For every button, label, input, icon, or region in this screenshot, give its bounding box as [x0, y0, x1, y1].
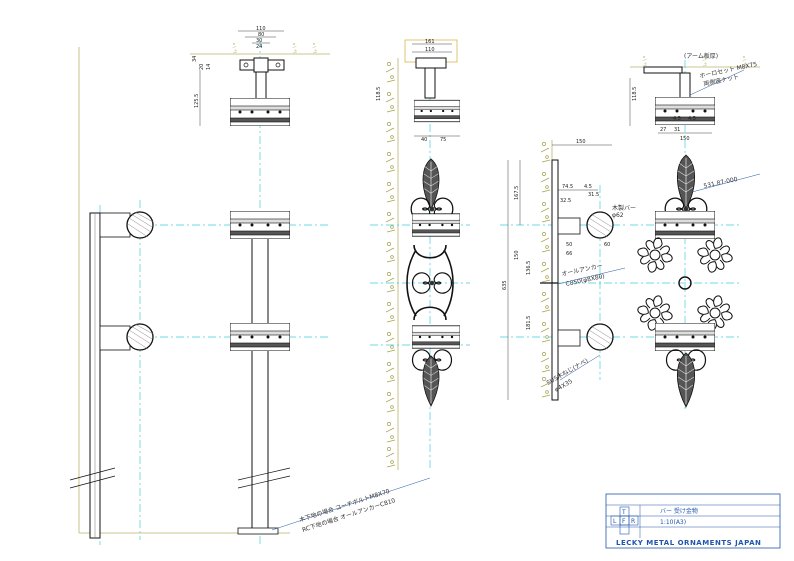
- left-top-view: 110 80 30 24 34 20 14 125.5: [192, 26, 290, 126]
- dim-r-1365: 136.5: [526, 261, 532, 275]
- view-l-label: L: [613, 518, 617, 525]
- dim-r-31: 31.5: [588, 192, 599, 198]
- dim-mid-161: 161: [425, 39, 435, 45]
- left-side-view: [69, 211, 154, 539]
- drawing-scale: 1:10(A3): [660, 519, 686, 526]
- dim-top-24: 24: [256, 44, 262, 50]
- dim-r-167: 167.5: [514, 186, 520, 200]
- dim-side-125: 125.5: [194, 94, 200, 108]
- dim-side-20: 20: [199, 64, 205, 70]
- dim-side-34: 34: [192, 56, 198, 62]
- right-ornament-view: 118.5 4.5 4.5 27 31 150: [629, 66, 733, 408]
- dim-r-325: 32.5: [560, 198, 571, 204]
- view-symbol: T L F R: [610, 506, 639, 535]
- view-t-label: T: [621, 509, 626, 516]
- title-block: T L F R バー 受け金物 1:10(A3) LECKY METAL ORN…: [605, 493, 781, 549]
- dim-fr-45a: 4.5: [673, 116, 681, 122]
- view-r-label: R: [631, 518, 635, 525]
- dim-top-110: 110: [256, 26, 266, 32]
- dim-fr-150: 150: [680, 136, 690, 142]
- dim-fr-118: 118.5: [632, 87, 638, 101]
- dim-fr-31: 31: [674, 127, 680, 133]
- drawing-name: バー 受け金物: [660, 507, 698, 515]
- dim-top-80: 80: [258, 32, 264, 38]
- wood-bar-section-lower: [126, 323, 154, 351]
- dim-fr-27: 27: [660, 127, 666, 133]
- dim-r-45: 4.5: [584, 184, 592, 190]
- company-name: LECKY METAL ORNAMENTS JAPAN: [616, 539, 761, 547]
- dim-mid-118: 118.5: [376, 87, 382, 101]
- note-wood-bar: 木製バー: [612, 204, 636, 212]
- dim-mid-75: 75: [440, 137, 446, 143]
- wood-bar-section-upper: [126, 211, 154, 239]
- dim-top-30: 30: [256, 38, 262, 44]
- dim-mid-110: 110: [425, 47, 435, 53]
- wood-bar-section-right-upper: [586, 211, 614, 239]
- right-side-view: 150 635 167.5 150 136.5 181.5 74.5 4.5 3…: [502, 139, 614, 401]
- dim-r-635: 635: [502, 280, 508, 290]
- wood-bar-section-right-lower: [586, 323, 614, 351]
- dim-r-150b: 150: [514, 250, 520, 260]
- dim-r-1815: 181.5: [526, 316, 532, 330]
- dim-r-66: 66: [566, 251, 572, 257]
- note-arm-bracket: (アーム板厚): [684, 52, 718, 60]
- dim-r-60: 60: [604, 242, 610, 248]
- dim-r-74: 74.5: [562, 184, 573, 190]
- dim-r-150: 150: [576, 139, 586, 145]
- dim-fr-45b: 4.5: [688, 116, 696, 122]
- dim-mid-40: 40: [421, 137, 427, 143]
- dim-r-50: 50: [566, 242, 572, 248]
- note-wood-bar-dia: φ62: [612, 212, 624, 219]
- dim-side-14: 14: [206, 64, 212, 70]
- view-f-label: F: [622, 518, 626, 525]
- left-front-view: [230, 211, 291, 535]
- middle-ornament-view: 161 110 40 75 118.5: [376, 39, 460, 407]
